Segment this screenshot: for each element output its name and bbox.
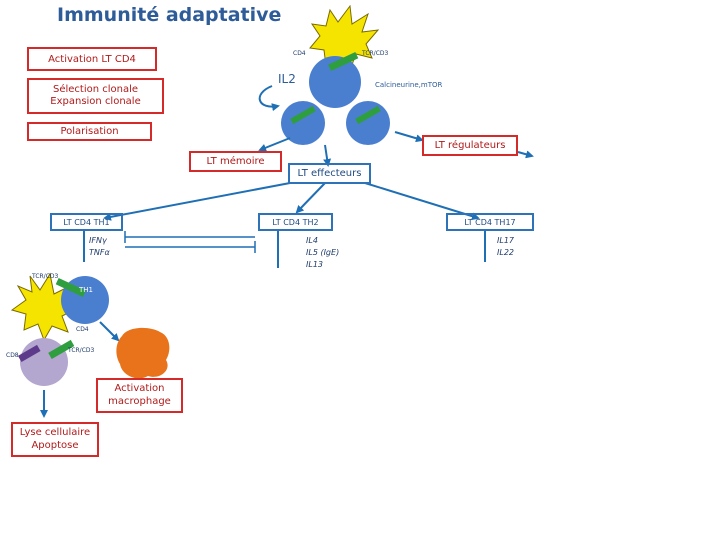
th17-label: LT CD4 TH17	[464, 217, 516, 227]
label-tcr-top: TCR/CD3	[362, 50, 389, 57]
arrow-th1-to-macrophage	[99, 321, 120, 342]
label-il2: IL2	[278, 72, 296, 86]
label-tcr-bottom: TCR/CD3	[32, 273, 59, 280]
step-polarisation-label: Polarisation	[60, 126, 119, 137]
page-title: Immunité adaptative	[57, 4, 282, 26]
arrow-to-th17	[364, 182, 480, 221]
receptor-clone-left	[290, 105, 316, 125]
lt-effecteurs-box: LT effecteurs	[288, 163, 371, 184]
tcr-receptor-top	[328, 51, 359, 71]
label-pathway: Calcineurine,mTOR	[375, 81, 443, 89]
lt-regulateurs-label: LT régulateurs	[434, 140, 506, 151]
th17-cytokine-il17: IL17	[497, 236, 514, 245]
lt-memoire-box: LT mémoire	[189, 151, 282, 172]
arrow-regulateurs-out	[517, 150, 534, 159]
th17-box: LT CD4 TH17	[446, 213, 534, 231]
cd8-tcr-receptor	[48, 339, 75, 359]
inhibit-th1-to-th2	[125, 241, 256, 253]
step-activation-label: Activation LT CD4	[48, 53, 136, 65]
macrophage-cell	[116, 327, 170, 379]
label-cd4-top: CD4	[293, 50, 306, 57]
th2-cytokine-il5: IL5 (IgE)	[306, 248, 340, 257]
step-polarisation-box: Polarisation	[27, 122, 152, 141]
label-cd4-bottom: CD4	[76, 326, 89, 333]
arrow-to-regulateurs	[394, 131, 424, 143]
lyse-line2: Apoptose	[31, 439, 79, 451]
th1-label: LT CD4 TH1	[63, 217, 110, 227]
step-selection-box: Sélection clonale Expansion clonale	[27, 78, 164, 114]
cd8-cell	[20, 338, 68, 386]
arrow-to-th1	[103, 182, 291, 221]
th1-cytokine-ifng: IFNγ	[89, 236, 107, 245]
dendritic-cell-bottom	[10, 272, 80, 342]
lt-memoire-label: LT mémoire	[206, 156, 265, 167]
th17-cytokine-il22: IL22	[497, 248, 514, 257]
macrophage-line2: macrophage	[108, 395, 171, 407]
lt-regulateurs-box: LT régulateurs	[422, 135, 518, 156]
t-cell-clone-right	[346, 101, 390, 145]
step-selection-line2: Expansion clonale	[50, 96, 141, 107]
th1-cytokine-tnfa: TNFα	[89, 248, 110, 257]
t-cell-top	[309, 56, 361, 108]
label-cd8: CD8	[6, 352, 19, 359]
receptor-clone-right	[355, 105, 381, 125]
arrow-to-th2	[295, 182, 326, 214]
th2-cytokine-il13: IL13	[306, 260, 323, 269]
label-tcr-bottom-2: TCR/CD3	[68, 347, 95, 354]
th2-label: LT CD4 TH2	[272, 217, 319, 227]
macrophage-line1: Activation	[114, 383, 165, 394]
th2-box: LT CD4 TH2	[258, 213, 333, 231]
cd8-receptor	[17, 344, 41, 362]
step-activation-box: Activation LT CD4	[27, 47, 157, 71]
arrow-to-memoire	[258, 137, 291, 152]
th2-cytokine-il4: IL4	[306, 236, 318, 245]
th1-box: LT CD4 TH1	[50, 213, 123, 231]
tcr-receptor-bottom	[55, 277, 86, 297]
activation-macrophage-box: Activation macrophage	[96, 378, 183, 413]
inhibit-th2-to-th1	[124, 231, 255, 243]
label-th1-cell: TH1	[79, 286, 93, 294]
lt-effecteurs-label: LT effecteurs	[297, 168, 362, 179]
lyse-line1: Lyse cellulaire	[19, 427, 91, 438]
arrow-to-effecteurs	[323, 144, 332, 167]
step-selection-line1: Sélection clonale	[52, 84, 139, 95]
lyse-apoptose-box: Lyse cellulaire Apoptose	[11, 422, 99, 457]
il2-loop-arrow	[258, 85, 280, 112]
